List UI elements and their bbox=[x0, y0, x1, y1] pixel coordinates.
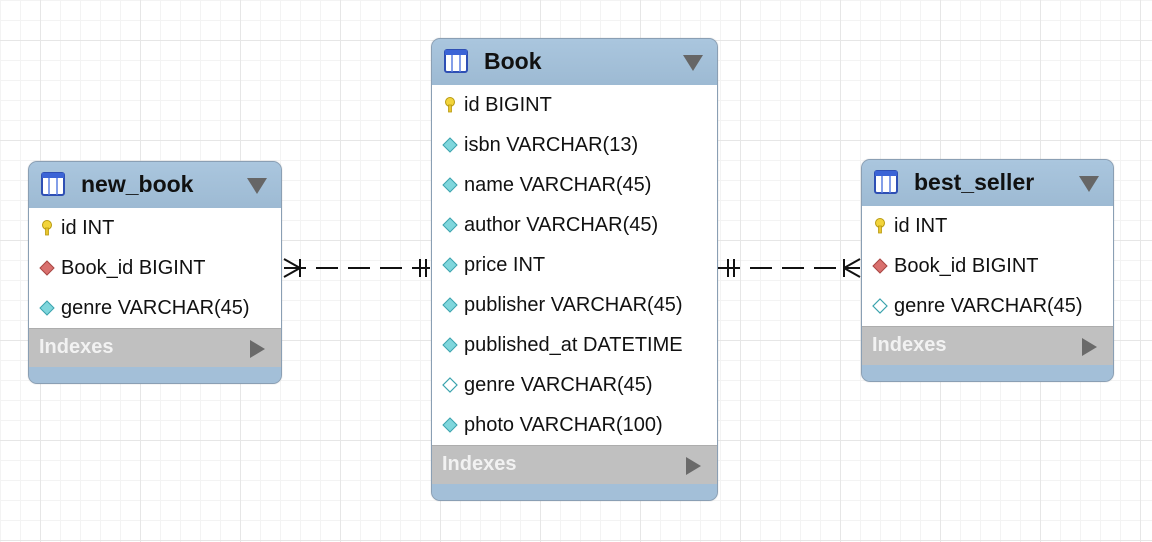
table-best-seller[interactable]: best_seller id INT Book_id BIGINT genre … bbox=[861, 159, 1114, 382]
nullable-column-icon bbox=[442, 377, 458, 393]
table-new-book[interactable]: new_book id INT Book_id BIGINT genre VAR… bbox=[28, 161, 282, 384]
table-header[interactable]: best_seller bbox=[862, 160, 1113, 206]
expand-arrow-icon[interactable] bbox=[250, 340, 265, 358]
table-footer bbox=[432, 484, 717, 500]
indexes-label: Indexes bbox=[39, 336, 114, 358]
table-name: new_book bbox=[81, 171, 194, 197]
table-header[interactable]: Book bbox=[432, 39, 717, 85]
column-row[interactable]: price INT bbox=[432, 245, 717, 285]
foreign-key-icon bbox=[872, 258, 888, 274]
column-row[interactable]: publisher VARCHAR(45) bbox=[432, 285, 717, 325]
column-icon bbox=[442, 137, 458, 153]
column-row[interactable]: genre VARCHAR(45) bbox=[29, 288, 281, 328]
column-list: id INT Book_id BIGINT genre VARCHAR(45) bbox=[29, 208, 281, 328]
column-row[interactable]: Book_id BIGINT bbox=[862, 246, 1113, 286]
crowfoot-many-marker bbox=[843, 258, 861, 269]
column-row[interactable]: genre VARCHAR(45) bbox=[432, 365, 717, 405]
collapse-arrow-icon[interactable] bbox=[683, 55, 703, 71]
column-list: id BIGINT isbn VARCHAR(13) name VARCHAR(… bbox=[432, 85, 717, 445]
indexes-label: Indexes bbox=[442, 453, 517, 475]
table-icon bbox=[874, 170, 898, 194]
column-row[interactable]: id BIGINT bbox=[432, 85, 717, 125]
indexes-section[interactable]: Indexes bbox=[432, 445, 717, 484]
relationship-best-seller-book[interactable] bbox=[718, 258, 861, 278]
table-icon bbox=[41, 172, 65, 196]
column-row[interactable]: name VARCHAR(45) bbox=[432, 165, 717, 205]
collapse-arrow-icon[interactable] bbox=[1079, 176, 1099, 192]
foreign-key-icon bbox=[39, 260, 55, 276]
column-row[interactable]: id INT bbox=[862, 206, 1113, 246]
column-icon bbox=[442, 177, 458, 193]
column-row[interactable]: published_at DATETIME bbox=[432, 325, 717, 365]
crowfoot-many-marker bbox=[283, 258, 301, 269]
column-icon bbox=[39, 300, 55, 316]
relationship-new-book-book[interactable] bbox=[283, 258, 430, 278]
column-list: id INT Book_id BIGINT genre VARCHAR(45) bbox=[862, 206, 1113, 326]
indexes-section[interactable]: Indexes bbox=[862, 326, 1113, 365]
column-row[interactable]: id INT bbox=[29, 208, 281, 248]
column-row[interactable]: Book_id BIGINT bbox=[29, 248, 281, 288]
column-row[interactable]: isbn VARCHAR(13) bbox=[432, 125, 717, 165]
primary-key-icon bbox=[875, 218, 885, 234]
column-icon bbox=[442, 257, 458, 273]
table-footer bbox=[862, 365, 1113, 381]
collapse-arrow-icon[interactable] bbox=[247, 178, 267, 194]
primary-key-icon bbox=[42, 220, 52, 236]
column-row[interactable]: genre VARCHAR(45) bbox=[862, 286, 1113, 326]
indexes-label: Indexes bbox=[872, 334, 947, 356]
table-name: best_seller bbox=[914, 169, 1035, 195]
expand-arrow-icon[interactable] bbox=[1082, 338, 1097, 356]
expand-arrow-icon[interactable] bbox=[686, 457, 701, 475]
table-footer bbox=[29, 367, 281, 383]
column-icon bbox=[442, 417, 458, 433]
table-header[interactable]: new_book bbox=[29, 162, 281, 208]
nullable-column-icon bbox=[872, 298, 888, 314]
indexes-section[interactable]: Indexes bbox=[29, 328, 281, 367]
column-icon bbox=[442, 217, 458, 233]
table-book[interactable]: Book id BIGINT isbn VARCHAR(13) name VAR… bbox=[431, 38, 718, 501]
table-name: Book bbox=[484, 48, 542, 74]
table-icon bbox=[444, 49, 468, 73]
column-icon bbox=[442, 337, 458, 353]
column-row[interactable]: photo VARCHAR(100) bbox=[432, 405, 717, 445]
primary-key-icon bbox=[445, 97, 455, 113]
column-row[interactable]: author VARCHAR(45) bbox=[432, 205, 717, 245]
column-icon bbox=[442, 297, 458, 313]
